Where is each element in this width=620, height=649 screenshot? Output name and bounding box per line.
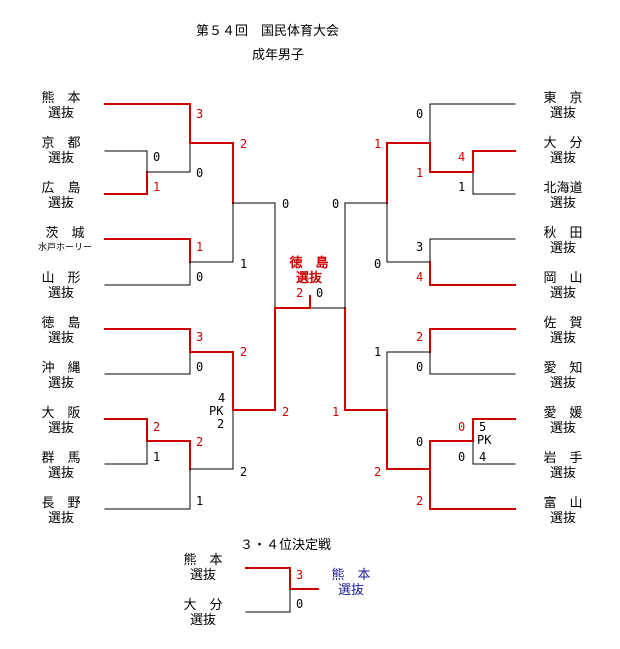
score-left-okinawa-r2: 0 [196, 360, 204, 374]
score-left-osaka-r2: 2 [196, 435, 204, 449]
score-left-qf2-pk-win: 4 [218, 391, 226, 405]
team-right-akita: 秋 田選抜 [543, 226, 583, 256]
team-right-tokyo: 東 京選抜 [543, 91, 583, 121]
team-left-okinawa: 沖 縄選抜 [41, 361, 81, 391]
score-right-toyama-r2: 2 [416, 494, 424, 508]
team-left-osaka: 大 阪選抜 [41, 406, 81, 436]
third-place-score-b: 0 [296, 597, 304, 611]
champion-label: 徳 島選抜 [289, 256, 329, 286]
team-left-kumamoto: 熊 本選抜 [41, 91, 81, 121]
page-subtitle: 成年男子 [252, 48, 305, 63]
score-right-aichi-r2: 0 [416, 360, 424, 374]
team-right-iwate: 岩 手選抜 [543, 451, 583, 481]
score-right-qf1-top: 1 [374, 137, 382, 151]
score-right-sf-bottom: 1 [332, 405, 340, 419]
score-left-qf2-pk-lose: 2 [217, 417, 225, 431]
score-final-left: 2 [296, 286, 304, 300]
team-right-oita: 大 分選抜 [543, 136, 583, 166]
team-left-nagano: 長 野選抜 [41, 496, 81, 526]
page-title: 第５４回 国民体育大会 [196, 24, 340, 39]
team-right-aichi: 愛 知選抜 [543, 361, 583, 391]
team-right-hokkaido: 北海道選抜 [543, 181, 583, 211]
score-right-pk-mark: PK [477, 433, 492, 447]
score-left-qf1-top: 2 [240, 137, 248, 151]
score-left-sf-bottom: 2 [282, 405, 290, 419]
team-left-kyoto: 京 都選抜 [41, 136, 81, 166]
score-right-qf1-bottom: 0 [374, 257, 382, 271]
score-right-oita-r2: 1 [416, 166, 424, 180]
score-left-yamagata-r2: 0 [196, 270, 204, 284]
score-left-qf2-bottom: 2 [240, 465, 248, 479]
score-final-right: 0 [316, 286, 324, 300]
score-left-ibaraki-r2: 1 [196, 240, 204, 254]
score-left-sf-top: 0 [282, 197, 290, 211]
score-left-osaka-r1: 2 [153, 420, 161, 434]
score-right-iwate-r1: 0 [458, 450, 466, 464]
score-right-qf2-bottom: 2 [374, 465, 382, 479]
team-left-tokushima: 徳 島選抜 [41, 316, 81, 346]
score-right-tokyo-r2: 0 [416, 107, 424, 121]
score-left-gunma-r1: 1 [153, 450, 161, 464]
score-left-qf2-pk-mark: PK [209, 404, 224, 418]
team-right-ehime: 愛 媛選抜 [543, 406, 583, 436]
score-right-oita-r1: 4 [458, 150, 466, 164]
score-right-iwate-pk: 4 [479, 450, 487, 464]
score-right-okayama-r2: 4 [416, 270, 424, 284]
score-left-tokushima-r2: 3 [196, 330, 204, 344]
score-right-saga-r2: 2 [416, 330, 424, 344]
third-place-winner: 熊 本選抜 [331, 568, 371, 598]
team-right-saga: 佐 賀選抜 [543, 316, 583, 346]
score-right-sf-top: 0 [332, 197, 340, 211]
score-right-ehime-pk: 5 [479, 420, 487, 434]
third-place-title: ３・４位決定戦 [240, 538, 332, 553]
team-left-gunma: 群 馬選抜 [41, 451, 81, 481]
score-left-kumamoto-r2: 3 [196, 107, 204, 121]
score-left-hiroshima-r1: 1 [153, 180, 161, 194]
score-right-hokkaido-r1: 1 [458, 180, 466, 194]
score-right-ehime-r2: 0 [416, 435, 424, 449]
score-left-qf1-bottom: 1 [240, 257, 248, 271]
team-left-ibaraki: 茨 城水戸ホーリー [37, 226, 92, 253]
score-right-ehime-r1: 0 [458, 420, 466, 434]
score-right-qf2-top: 1 [374, 345, 382, 359]
third-place-team-b: 大 分選抜 [183, 598, 223, 628]
score-right-akita-r2: 3 [416, 240, 424, 254]
team-right-okayama: 岡 山選抜 [543, 271, 583, 301]
third-place-score-a: 3 [296, 568, 304, 582]
score-left-qf2-top: 2 [240, 345, 248, 359]
team-left-yamagata: 山 形選抜 [41, 271, 81, 301]
team-right-toyama: 富 山選抜 [543, 496, 583, 526]
team-left-hiroshima: 広 島選抜 [41, 181, 81, 211]
third-place-team-a: 熊 本選抜 [183, 553, 223, 583]
score-left-kyoto-r1: 0 [153, 150, 161, 164]
score-left-hiroshima-r2: 0 [196, 166, 204, 180]
score-left-nagano-r2: 1 [196, 494, 204, 508]
